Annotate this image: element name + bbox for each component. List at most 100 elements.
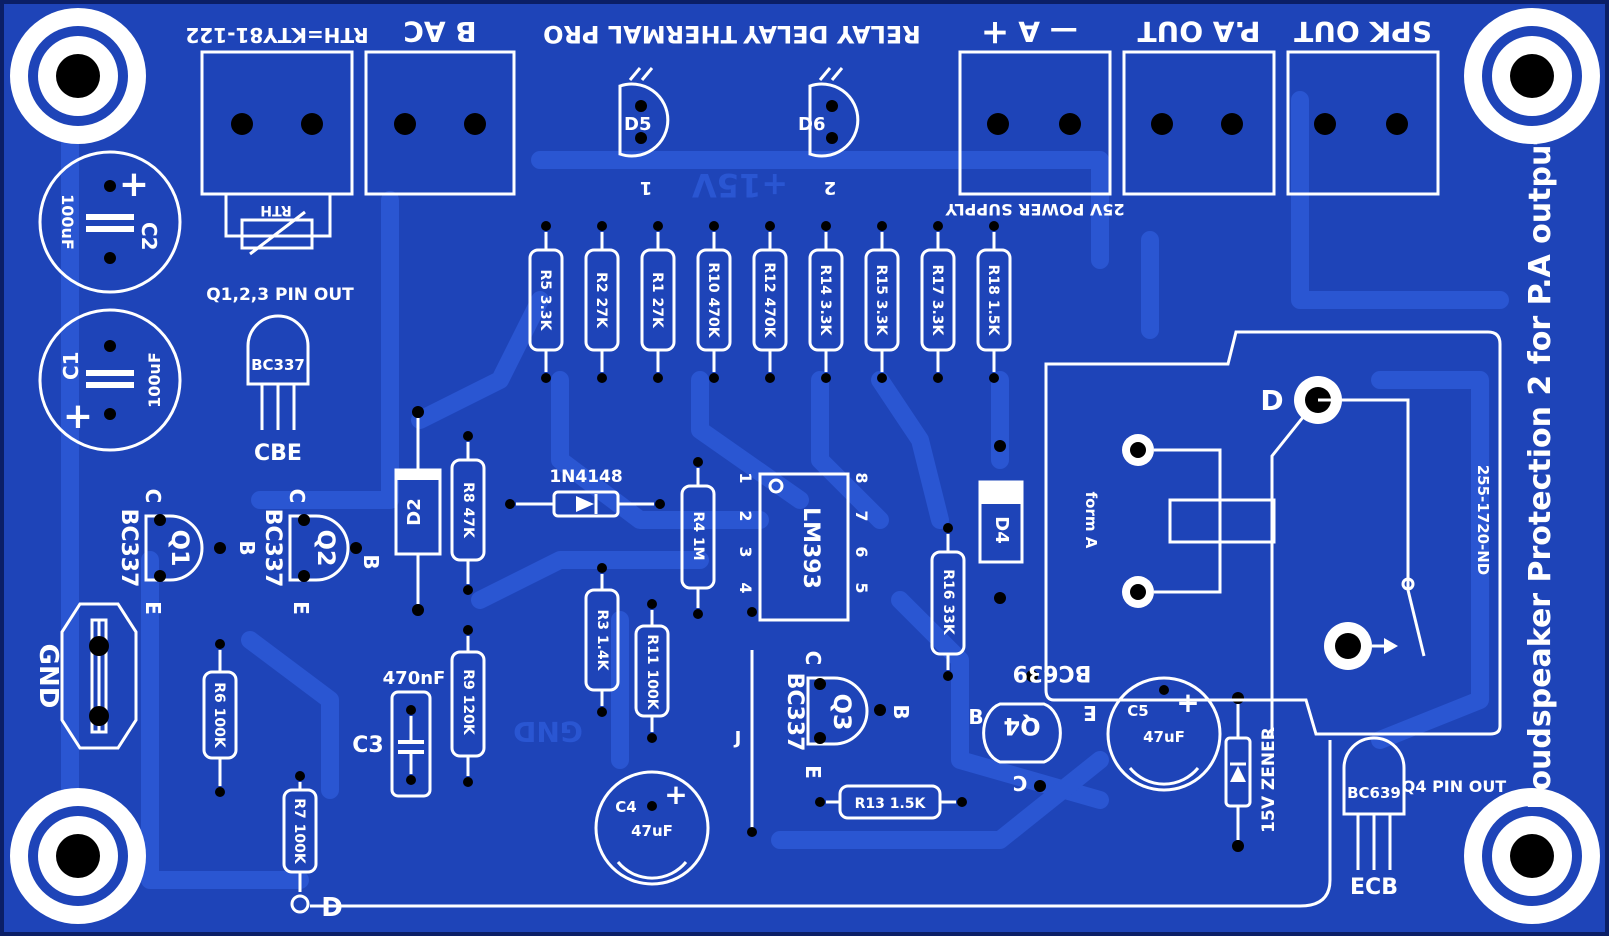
svg-text:4: 4 [736,582,755,593]
svg-text:E: E [141,601,165,615]
connector-spk-out: SPK OUT [1286,15,1440,196]
resistor-label: R14 3.3K [817,265,833,337]
diode-d2: D2 [394,406,442,616]
label-plus: + [981,13,1010,53]
svg-text:8: 8 [852,472,871,483]
svg-text:CBE: CBE [254,441,302,466]
gnd-pad: GND [33,602,138,750]
mounting-hole-tr [1464,8,1600,144]
svg-text:2: 2 [736,510,755,521]
diode-1n4148: 1N4148 [505,467,665,518]
resistor-r17: R17 3.3K [920,221,956,383]
cap-c2: C2 100uF + [38,150,182,294]
resistor-label: R12 470K [761,262,777,338]
svg-text:BC337: BC337 [251,356,305,374]
svg-text:RTH: RTH [260,202,291,218]
svg-text:Q3: Q3 [828,693,856,730]
resistor-label: R18 1.5K [985,265,1001,337]
svg-text:1: 1 [640,177,653,198]
svg-text:5: 5 [852,582,871,593]
label-rth: RTH=KTY81-122 [185,23,368,47]
svg-text:+: + [119,164,149,205]
svg-text:15V ZENER: 15V ZENER [1259,727,1279,833]
resistor-r11: R11 100K [634,599,670,743]
cap-c5: C5 47uF + [1106,676,1222,792]
svg-text:100uF: 100uF [58,194,77,250]
transistor-q2: Q2 BC337 C B E B [235,489,383,615]
svg-text:BC337: BC337 [782,673,807,752]
svg-text:R13 1.5K: R13 1.5K [855,796,927,812]
label-gnd2: GND [513,715,583,748]
resistor-r15: R15 3.3K [864,221,900,383]
svg-text:R16 33K: R16 33K [940,569,956,636]
svg-text:C: C [285,489,309,504]
connector-power: — A + 25V POWER SUPPLY [945,13,1125,219]
svg-text:E: E [801,765,825,779]
svg-text:7: 7 [852,510,871,521]
svg-text:E: E [289,601,313,615]
label-15v: +15V [692,166,788,204]
svg-text:470nF: 470nF [383,668,446,689]
connector-bac: B AC [364,15,516,196]
transistor-q4: Q4 BC639 E B C [968,660,1096,795]
svg-text:C4: C4 [615,798,636,816]
resistor-label: R1 27K [649,272,665,329]
svg-text:6: 6 [852,546,871,557]
svg-text:BC337: BC337 [116,509,141,588]
svg-text:D: D [1260,384,1283,417]
resistor-r5: R5 3.3K [528,221,564,383]
svg-text:1: 1 [736,472,755,483]
resistor-label: R17 3.3K [929,265,945,337]
label-power-supply: 25V POWER SUPPLY [945,200,1125,219]
label-thermal-pro: THERMAL PRO [543,20,737,48]
svg-text:R7 100K: R7 100K [291,798,307,865]
resistor-r2: R2 27K [584,221,620,383]
svg-text:100uF: 100uF [145,352,164,408]
svg-text:C: C [141,489,165,504]
resistor-label: R5 3.3K [537,269,553,331]
svg-text:Q4: Q4 [1003,712,1040,740]
resistor-r12: R12 470K [752,221,788,383]
svg-text:J: J [733,728,742,749]
svg-text:Q1: Q1 [166,529,194,566]
resistor-r7: R7 100K D [282,771,343,923]
resistor-r13: R13 1.5K [815,784,967,820]
resistor-r6: R6 100K [202,639,238,797]
svg-text:47uF: 47uF [631,822,673,840]
svg-text:R3 1.4K: R3 1.4K [594,609,610,671]
svg-text:D2: D2 [404,498,425,525]
label-spk-out: SPK OUT [1294,15,1432,48]
svg-text:BC639: BC639 [1347,784,1401,802]
resistor-label: R2 27K [593,272,609,329]
svg-text:GND: GND [33,644,63,709]
svg-text:R6 100K: R6 100K [211,682,227,749]
svg-text:B: B [359,554,383,569]
rth-symbol: RTH [224,194,332,256]
svg-text:R4 1M: R4 1M [690,511,706,560]
svg-text:Q1,2,3 PIN OUT: Q1,2,3 PIN OUT [206,285,354,305]
ic-lm393: LM393 1 2 3 4 8 7 6 5 [736,472,871,622]
svg-text:BC337: BC337 [260,509,285,588]
transistor-q3: Q3 BC337 C E B [782,651,913,779]
mounting-hole-tl [10,8,146,144]
svg-text:B: B [889,704,913,719]
led-d5: THERMAL PRO D5 1 [543,20,737,198]
jumper-j: J [733,607,757,837]
copper-traces [61,91,1509,889]
svg-text:Q4 PIN OUT: Q4 PIN OUT [1402,777,1507,796]
svg-text:C3: C3 [352,733,383,758]
svg-text:C1: C1 [59,351,83,380]
q-pinout: Q1,2,3 PIN OUT BC337 CBE [206,285,354,466]
svg-text:B: B [968,705,983,729]
label-relay-delay: RELAY DELAY [743,20,921,48]
connector-rth: RTH=KTY81-122 [185,23,369,196]
svg-text:D6: D6 [798,114,825,135]
cap-c4: C4 47uF + [594,770,710,886]
svg-text:R9 120K: R9 120K [460,669,476,736]
resistor-label: R10 470K [705,262,721,338]
diode-d4: D4 [978,440,1024,604]
mounting-hole-br [1464,788,1600,924]
svg-text:BC639: BC639 [1013,660,1092,685]
svg-text:1N4148: 1N4148 [549,467,622,487]
